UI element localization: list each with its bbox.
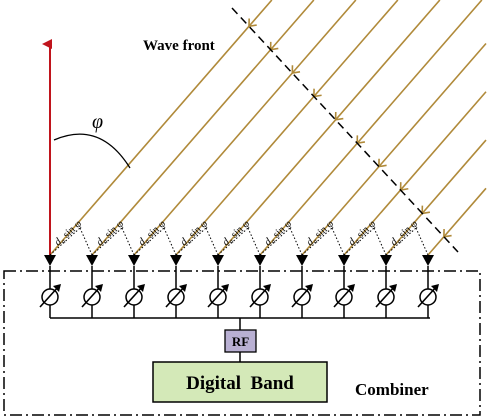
path-difference-text: da sin φ: [263, 218, 295, 249]
incident-ray: [91, 0, 315, 256]
combiner-frame: [3, 270, 481, 416]
phase-shifter-arrow: [333, 285, 354, 308]
path-difference-text: da sin φ: [389, 218, 421, 249]
antenna-element: [338, 255, 350, 266]
incident-ray: [217, 0, 441, 256]
phase-shifter-arrowhead: [389, 284, 397, 292]
incident-rays: [49, 0, 487, 256]
incident-ray: [301, 42, 487, 256]
incident-ray: [133, 0, 357, 256]
path-difference-line: [289, 227, 303, 256]
incident-ray: [259, 0, 483, 256]
path-difference-label: da sin φ: [95, 218, 127, 249]
ray-arrow: [334, 111, 344, 121]
phase-shifter-arrowhead: [137, 284, 145, 292]
path-difference-label: da sin φ: [389, 218, 421, 249]
phase-shifter-arrow: [249, 285, 270, 308]
path-difference-line: [247, 227, 261, 256]
angle-arc: [53, 133, 131, 169]
path-difference-line: [205, 227, 219, 256]
phase-shifter-arrowhead: [95, 284, 103, 292]
wave-front-label: Wave front: [143, 38, 215, 54]
incident-ray: [385, 139, 487, 256]
path-difference-line: [331, 227, 345, 256]
phase-shifter-arrowhead: [221, 284, 229, 292]
path-difference-text: da sin φ: [347, 218, 379, 249]
phase-shifter-arrow: [417, 285, 438, 308]
wave-front-line: [231, 7, 459, 253]
incident-ray: [427, 187, 487, 256]
phase-shifter-arrowhead: [53, 284, 61, 292]
phase-shifter-arrow: [207, 285, 228, 308]
path-difference-label: da sin φ: [137, 218, 169, 249]
path-difference-label: da sin φ: [263, 218, 295, 249]
path-difference-text: da sin φ: [305, 218, 337, 249]
phase-shifter-arrow: [291, 285, 312, 308]
rf-box: [224, 329, 257, 353]
rf-label: RF: [232, 334, 249, 349]
phase-shifter-arrowhead: [179, 284, 187, 292]
antenna-element: [380, 255, 392, 266]
ray-arrow: [291, 65, 301, 75]
incident-ray: [175, 0, 399, 256]
path-difference-text: da sin φ: [221, 218, 253, 249]
path-difference-label: da sin φ: [179, 218, 211, 249]
antenna-array: [39, 255, 439, 318]
angle-symbol: φ: [92, 111, 103, 133]
phase-shifter-arrowhead: [431, 284, 439, 292]
ray-direction-arrows: [248, 18, 452, 238]
digital-band-label: Digital Band: [186, 373, 294, 394]
antenna-element: [254, 255, 266, 266]
phase-shifter-arrow: [375, 285, 396, 308]
phase-shifter-arrow: [81, 285, 102, 308]
path-difference-line: [163, 227, 177, 256]
ray-arrow: [248, 18, 257, 28]
path-difference-label: da sin φ: [305, 218, 337, 249]
path-difference-text: da sin φ: [179, 218, 211, 249]
path-difference-labels: da sin φ da sin φ da sin φ da sin φ da sin φ…: [53, 218, 421, 249]
phase-shifter-arrow: [123, 285, 144, 308]
antenna-element: [170, 255, 182, 266]
antenna-element: [86, 255, 98, 266]
path-difference-label: da sin φ: [347, 218, 379, 249]
digital-band-box: [152, 361, 328, 403]
path-difference-text: da sin φ: [95, 218, 127, 249]
antenna-element: [422, 255, 434, 266]
phase-shifter-arrowhead: [263, 284, 271, 292]
antenna-element: [44, 255, 56, 266]
ray-arrow: [443, 228, 452, 238]
phase-shifter-arrowhead: [347, 284, 355, 292]
path-difference-line: [373, 227, 387, 256]
phase-shifter-arrow: [165, 285, 186, 308]
path-difference-label: da sin φ: [221, 218, 253, 249]
path-difference-line: [79, 227, 93, 256]
path-difference-line: [121, 227, 135, 256]
antenna-element: [296, 255, 308, 266]
path-difference-lines: [49, 227, 429, 256]
antenna-element: [128, 255, 140, 266]
incident-ray: [343, 91, 487, 256]
path-difference-text: da sin φ: [137, 218, 169, 249]
antenna-element: [212, 255, 224, 266]
incident-ray: [49, 0, 273, 256]
phase-shifter-arrowhead: [305, 284, 313, 292]
path-difference-line: [415, 227, 429, 256]
path-difference-label: da sin φ: [53, 218, 85, 249]
combiner-label: Combiner: [355, 380, 429, 399]
path-difference-text: da sin φ: [53, 218, 85, 249]
ray-arrow: [378, 158, 387, 168]
phase-shifter-arrow: [39, 285, 60, 308]
